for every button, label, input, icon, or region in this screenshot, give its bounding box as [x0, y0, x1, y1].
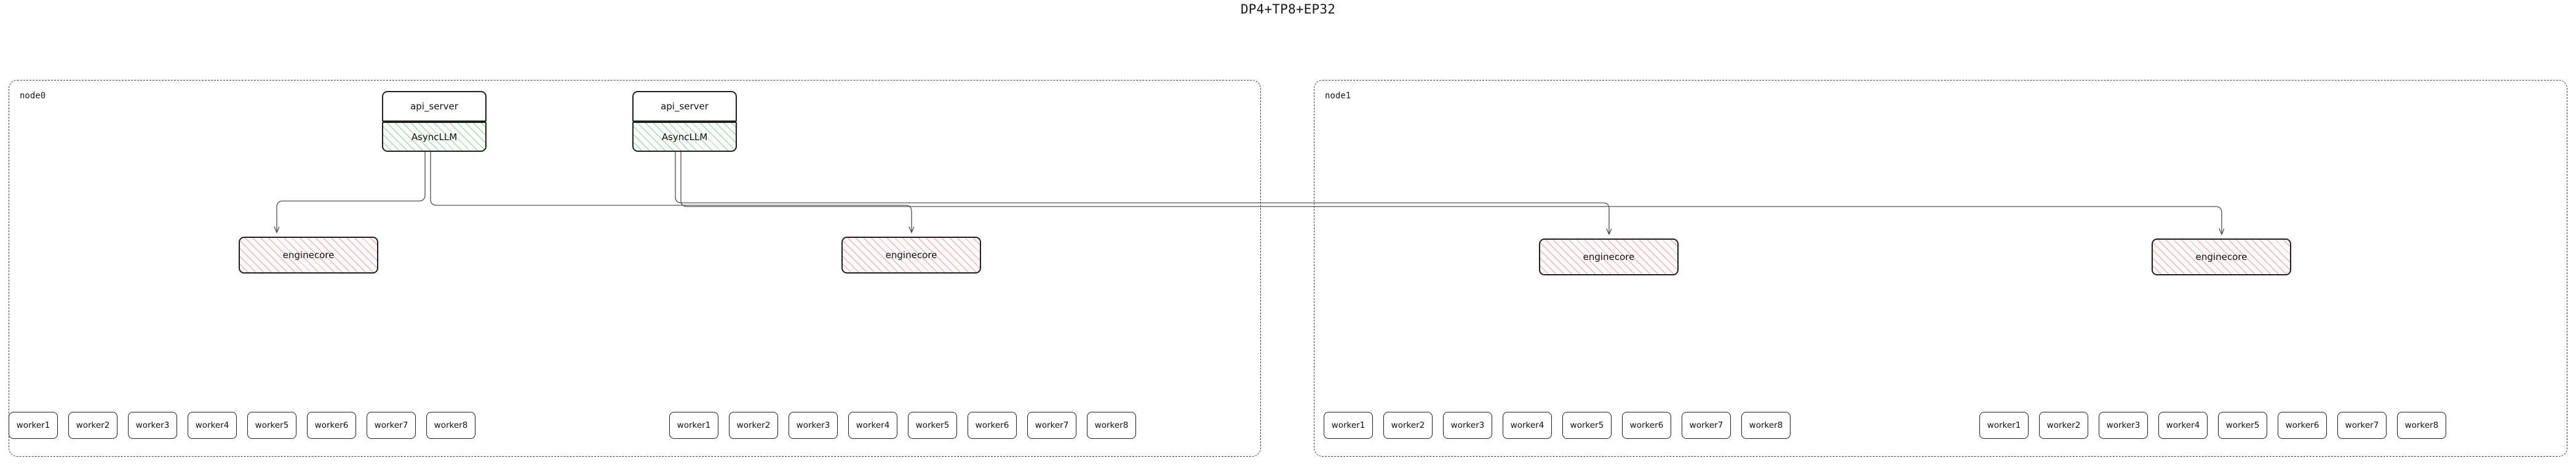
worker-box-node1-group1-7[interactable]: worker7: [2337, 412, 2387, 439]
worker-box-node1-group1-2-label: worker2: [2046, 420, 2081, 430]
cluster-label-node1: node1: [1325, 91, 1351, 101]
worker-box-node0-group0-1-label: worker1: [16, 420, 50, 430]
page-title: DP4+TP8+EP32: [1240, 2, 1336, 17]
worker-box-node1-group0-7-label: worker7: [1689, 420, 1723, 430]
worker-box-node1-group1-2[interactable]: worker2: [2039, 412, 2088, 439]
worker-box-node0-group1-2[interactable]: worker2: [729, 412, 778, 439]
worker-box-node0-group0-6[interactable]: worker6: [307, 412, 356, 439]
worker-box-node0-group0-5[interactable]: worker5: [247, 412, 296, 439]
worker-box-node1-group1-3[interactable]: worker3: [2099, 412, 2148, 439]
worker-box-node1-group0-2-label: worker2: [1391, 420, 1425, 430]
enginecore-box-node0-0[interactable]: enginecore: [239, 237, 378, 274]
api-server-box-node0-1[interactable]: api_server: [632, 91, 737, 122]
worker-box-node0-group0-4-label: worker4: [195, 420, 229, 430]
worker-box-node0-group1-6[interactable]: worker6: [968, 412, 1017, 439]
worker-box-node1-group1-3-label: worker3: [2106, 420, 2141, 430]
worker-box-node0-group1-1-label: worker1: [677, 420, 711, 430]
worker-box-node1-group1-7-label: worker7: [2345, 420, 2379, 430]
worker-box-node1-group0-8-label: worker8: [1749, 420, 1783, 430]
cluster-label-node0: node0: [20, 91, 46, 101]
async-llm-box-node0-1[interactable]: AsyncLLM: [632, 122, 737, 152]
worker-box-node0-group1-6-label: worker6: [975, 420, 1009, 430]
api-server-box-node0-0[interactable]: api_server: [382, 91, 487, 122]
enginecore-box-node1-0-label: enginecore: [1583, 251, 1635, 262]
cluster-node1: [1314, 80, 2567, 457]
worker-box-node0-group1-5[interactable]: worker5: [908, 412, 957, 439]
worker-box-node0-group1-7-label: worker7: [1035, 420, 1069, 430]
worker-box-node1-group0-6-label: worker6: [1629, 420, 1664, 430]
api-server-box-node0-1-label: api_server: [661, 101, 709, 112]
worker-box-node0-group0-2-label: worker2: [76, 420, 110, 430]
enginecore-box-node1-0[interactable]: enginecore: [1539, 238, 1679, 275]
worker-box-node1-group0-3-label: worker3: [1450, 420, 1485, 430]
worker-box-node0-group0-2[interactable]: worker2: [68, 412, 117, 439]
cluster-node0: [9, 80, 1261, 457]
api-server-box-node0-0-label: api_server: [410, 101, 458, 112]
worker-box-node1-group0-1[interactable]: worker1: [1324, 412, 1373, 439]
async-llm-box-node0-0[interactable]: AsyncLLM: [382, 122, 487, 152]
worker-box-node0-group1-1[interactable]: worker1: [669, 412, 718, 439]
worker-box-node0-group1-2-label: worker2: [736, 420, 771, 430]
worker-box-node0-group1-8[interactable]: worker8: [1087, 412, 1136, 439]
worker-box-node1-group0-8[interactable]: worker8: [1741, 412, 1791, 439]
worker-box-node0-group0-8[interactable]: worker8: [426, 412, 475, 439]
worker-box-node0-group1-3-label: worker3: [796, 420, 830, 430]
enginecore-box-node0-1[interactable]: enginecore: [841, 237, 981, 274]
worker-box-node1-group1-4[interactable]: worker4: [2158, 412, 2208, 439]
worker-box-node1-group1-6[interactable]: worker6: [2278, 412, 2327, 439]
worker-box-node0-group1-5-label: worker5: [915, 420, 950, 430]
worker-box-node0-group0-7[interactable]: worker7: [367, 412, 416, 439]
worker-box-node1-group1-1-label: worker1: [1987, 420, 2021, 430]
worker-box-node1-group0-5[interactable]: worker5: [1562, 412, 1612, 439]
worker-box-node1-group0-7[interactable]: worker7: [1682, 412, 1731, 439]
enginecore-box-node0-0-label: enginecore: [282, 250, 335, 261]
worker-box-node0-group1-7[interactable]: worker7: [1027, 412, 1076, 439]
worker-box-node1-group0-2[interactable]: worker2: [1383, 412, 1433, 439]
worker-box-node0-group0-5-label: worker5: [255, 420, 289, 430]
worker-box-node1-group0-6[interactable]: worker6: [1622, 412, 1671, 439]
worker-box-node0-group1-4[interactable]: worker4: [848, 412, 897, 439]
worker-box-node1-group0-4[interactable]: worker4: [1503, 412, 1552, 439]
worker-box-node1-group0-3[interactable]: worker3: [1443, 412, 1492, 439]
worker-box-node0-group1-4-label: worker4: [856, 420, 890, 430]
worker-box-node0-group0-3[interactable]: worker3: [128, 412, 177, 439]
worker-box-node0-group0-3-label: worker3: [135, 420, 170, 430]
worker-box-node1-group1-4-label: worker4: [2166, 420, 2200, 430]
async-llm-box-node0-1-label: AsyncLLM: [661, 131, 708, 143]
worker-box-node0-group1-3[interactable]: worker3: [789, 412, 838, 439]
worker-box-node1-group1-8[interactable]: worker8: [2397, 412, 2446, 439]
enginecore-box-node0-1-label: enginecore: [885, 250, 937, 261]
worker-box-node1-group1-1[interactable]: worker1: [1979, 412, 2029, 439]
worker-box-node0-group0-6-label: worker6: [314, 420, 349, 430]
worker-box-node0-group0-4[interactable]: worker4: [188, 412, 237, 439]
enginecore-box-node1-1-label: enginecore: [2195, 251, 2248, 262]
worker-box-node0-group0-7-label: worker7: [374, 420, 408, 430]
worker-box-node0-group0-8-label: worker8: [434, 420, 468, 430]
worker-box-node1-group0-5-label: worker5: [1570, 420, 1604, 430]
async-llm-box-node0-0-label: AsyncLLM: [411, 131, 458, 143]
worker-box-node0-group0-1[interactable]: worker1: [9, 412, 58, 439]
worker-box-node1-group1-5-label: worker5: [2225, 420, 2260, 430]
worker-box-node1-group0-4-label: worker4: [1510, 420, 1544, 430]
worker-box-node0-group1-8-label: worker8: [1094, 420, 1129, 430]
worker-box-node1-group0-1-label: worker1: [1331, 420, 1366, 430]
worker-box-node1-group1-6-label: worker6: [2285, 420, 2320, 430]
worker-box-node1-group1-5[interactable]: worker5: [2218, 412, 2267, 439]
enginecore-box-node1-1[interactable]: enginecore: [2152, 238, 2291, 275]
worker-box-node1-group1-8-label: worker8: [2404, 420, 2439, 430]
